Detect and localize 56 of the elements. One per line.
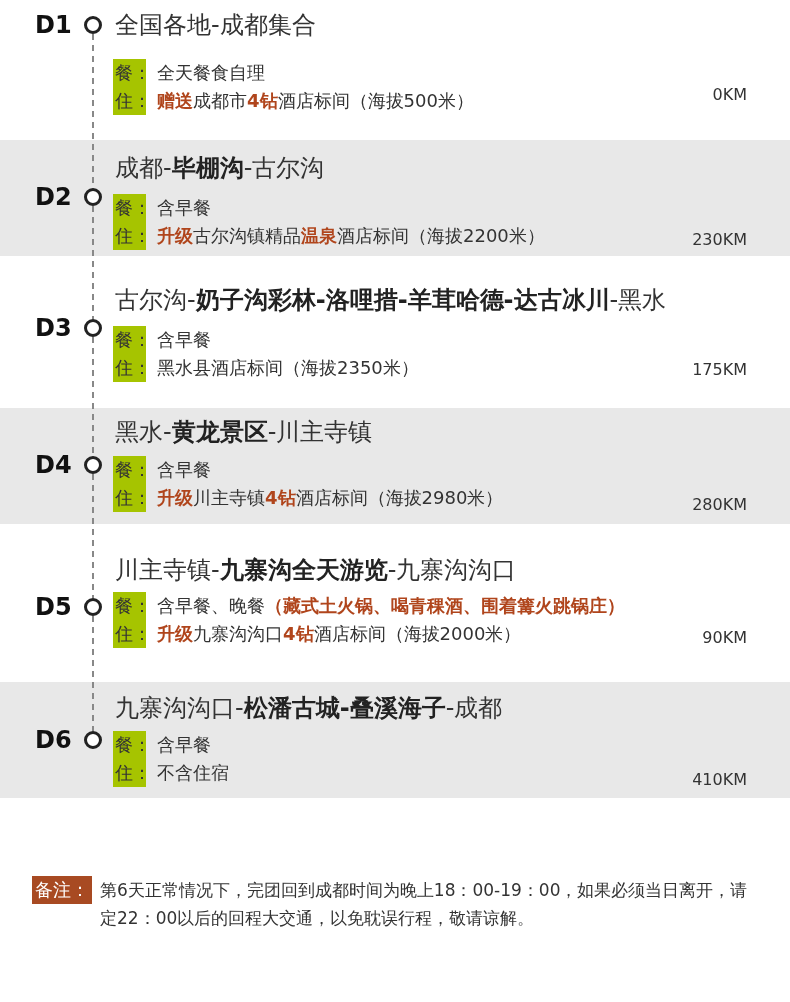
timeline-line (92, 473, 94, 599)
meal-tag: 餐： (113, 456, 146, 484)
stay-tag: 住： (113, 354, 146, 382)
ring-icon (84, 731, 102, 749)
distance-text: 230KM (692, 229, 747, 251)
timeline-line (92, 205, 94, 320)
stay-tag: 住： (113, 620, 146, 648)
meal-text: 含早餐 (157, 328, 211, 352)
timeline-line (92, 615, 94, 732)
ring-icon (84, 456, 102, 474)
day-number: D1 (35, 10, 72, 40)
route-title: 黑水-黄龙景区-川主寺镇 (115, 417, 373, 447)
shaded-day-band (0, 140, 790, 256)
route-title: 九寨沟沟口-松潘古城-叠溪海子-成都 (115, 693, 503, 723)
distance-text: 90KM (702, 627, 747, 649)
hotel-text: 赠送成都市4钻酒店标间（海拔500米） (157, 89, 474, 113)
meal-tag: 餐： (113, 592, 146, 620)
day-number: D6 (35, 725, 72, 755)
note-tag: 备注： (32, 876, 92, 904)
day-number: D3 (35, 313, 72, 343)
meal-tag: 餐： (113, 731, 146, 759)
route-title: 川主寺镇-九寨沟全天游览-九寨沟沟口 (115, 555, 517, 585)
ring-icon (84, 16, 102, 34)
ring-icon (84, 188, 102, 206)
ring-icon (84, 598, 102, 616)
meal-text: 全天餐食自理 (157, 61, 265, 85)
ring-icon (84, 319, 102, 337)
hotel-text: 升级川主寺镇4钻酒店标间（海拔2980米） (157, 486, 504, 510)
meal-text: 含早餐、晚餐（藏式土火锅、喝青稞酒、围着篝火跳锅庄） (157, 594, 625, 618)
shaded-day-band (0, 408, 790, 524)
day-number: D4 (35, 450, 72, 480)
route-title: 全国各地-成都集合 (115, 10, 316, 40)
meal-tag: 餐： (113, 326, 146, 354)
hotel-text: 升级古尔沟镇精品温泉酒店标间（海拔2200米） (157, 224, 545, 248)
route-title: 成都-毕棚沟-古尔沟 (115, 153, 325, 183)
meal-tag: 餐： (113, 59, 146, 87)
distance-text: 0KM (712, 84, 747, 106)
shaded-day-band (0, 682, 790, 798)
distance-text: 280KM (692, 494, 747, 516)
meal-text: 含早餐 (157, 733, 211, 757)
meal-tag: 餐： (113, 194, 146, 222)
note-text: 第6天正常情况下，完团回到成都时间为晚上18：00-19：00，如果必须当日离开，请定22：00以后的回程大交通，以免耽误行程，敬请谅解。 (100, 879, 749, 930)
stay-tag: 住： (113, 222, 146, 250)
meal-text: 含早餐 (157, 458, 211, 482)
stay-tag: 住： (113, 87, 146, 115)
distance-text: 175KM (692, 359, 747, 381)
hotel-text: 黑水县酒店标间（海拔2350米） (157, 356, 419, 380)
hotel-text: 升级九寨沟沟口4钻酒店标间（海拔2000米） (157, 622, 522, 646)
stay-tag: 住： (113, 759, 146, 787)
stay-tag: 住： (113, 484, 146, 512)
day-number: D5 (35, 592, 72, 622)
hotel-text: 不含住宿 (157, 761, 229, 785)
day-number: D2 (35, 182, 72, 212)
distance-text: 410KM (692, 769, 747, 791)
route-title: 古尔沟-奶子沟彩林-洛哩措-羊茸哈德-达古冰川-黑水 (115, 285, 667, 315)
meal-text: 含早餐 (157, 196, 211, 220)
